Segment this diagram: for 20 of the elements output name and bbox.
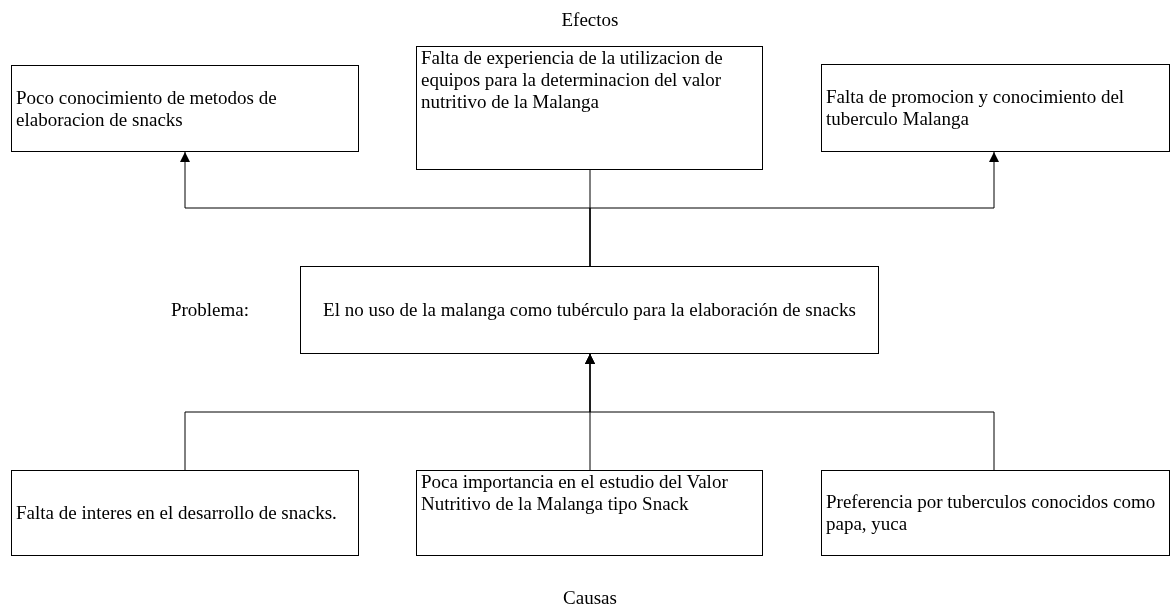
section-heading: Efectos: [561, 9, 619, 31]
box-text: Falta de experiencia de la utilizacion de equipos para la determinacion del valor nutritivo de la Malanga: [421, 47, 724, 113]
arrow: [589, 151, 999, 267]
text-box: [11, 65, 359, 152]
text-box: [11, 470, 359, 556]
box-text: Poca importancia en el estudio del Valor Nutritivo de la Malanga tipo Snack: [421, 471, 729, 515]
row-label: Problema:: [170, 299, 250, 321]
problem-box: [300, 266, 879, 354]
section-heading: Causas: [563, 587, 617, 609]
box-text: Falta de promocion y conocimiento del tuberculo Malanga: [826, 86, 1126, 130]
text-box: [821, 470, 1170, 556]
box-text: Poco conocimiento de metodos de elaboracion de snacks: [16, 86, 278, 131]
box-text: Preferencia por tuberculos conocidos como papa, yuca: [826, 491, 1157, 535]
connector-line: [589, 169, 591, 267]
text-box: [416, 470, 763, 556]
box-text: El no uso de la malanga como tubérculo para la elaboración de snacks: [323, 299, 856, 321]
box-text: Falta de interes en el desarrollo de snacks.: [16, 502, 337, 524]
text-box: [821, 64, 1170, 152]
text-box: [416, 46, 763, 170]
arrow: [585, 353, 995, 471]
